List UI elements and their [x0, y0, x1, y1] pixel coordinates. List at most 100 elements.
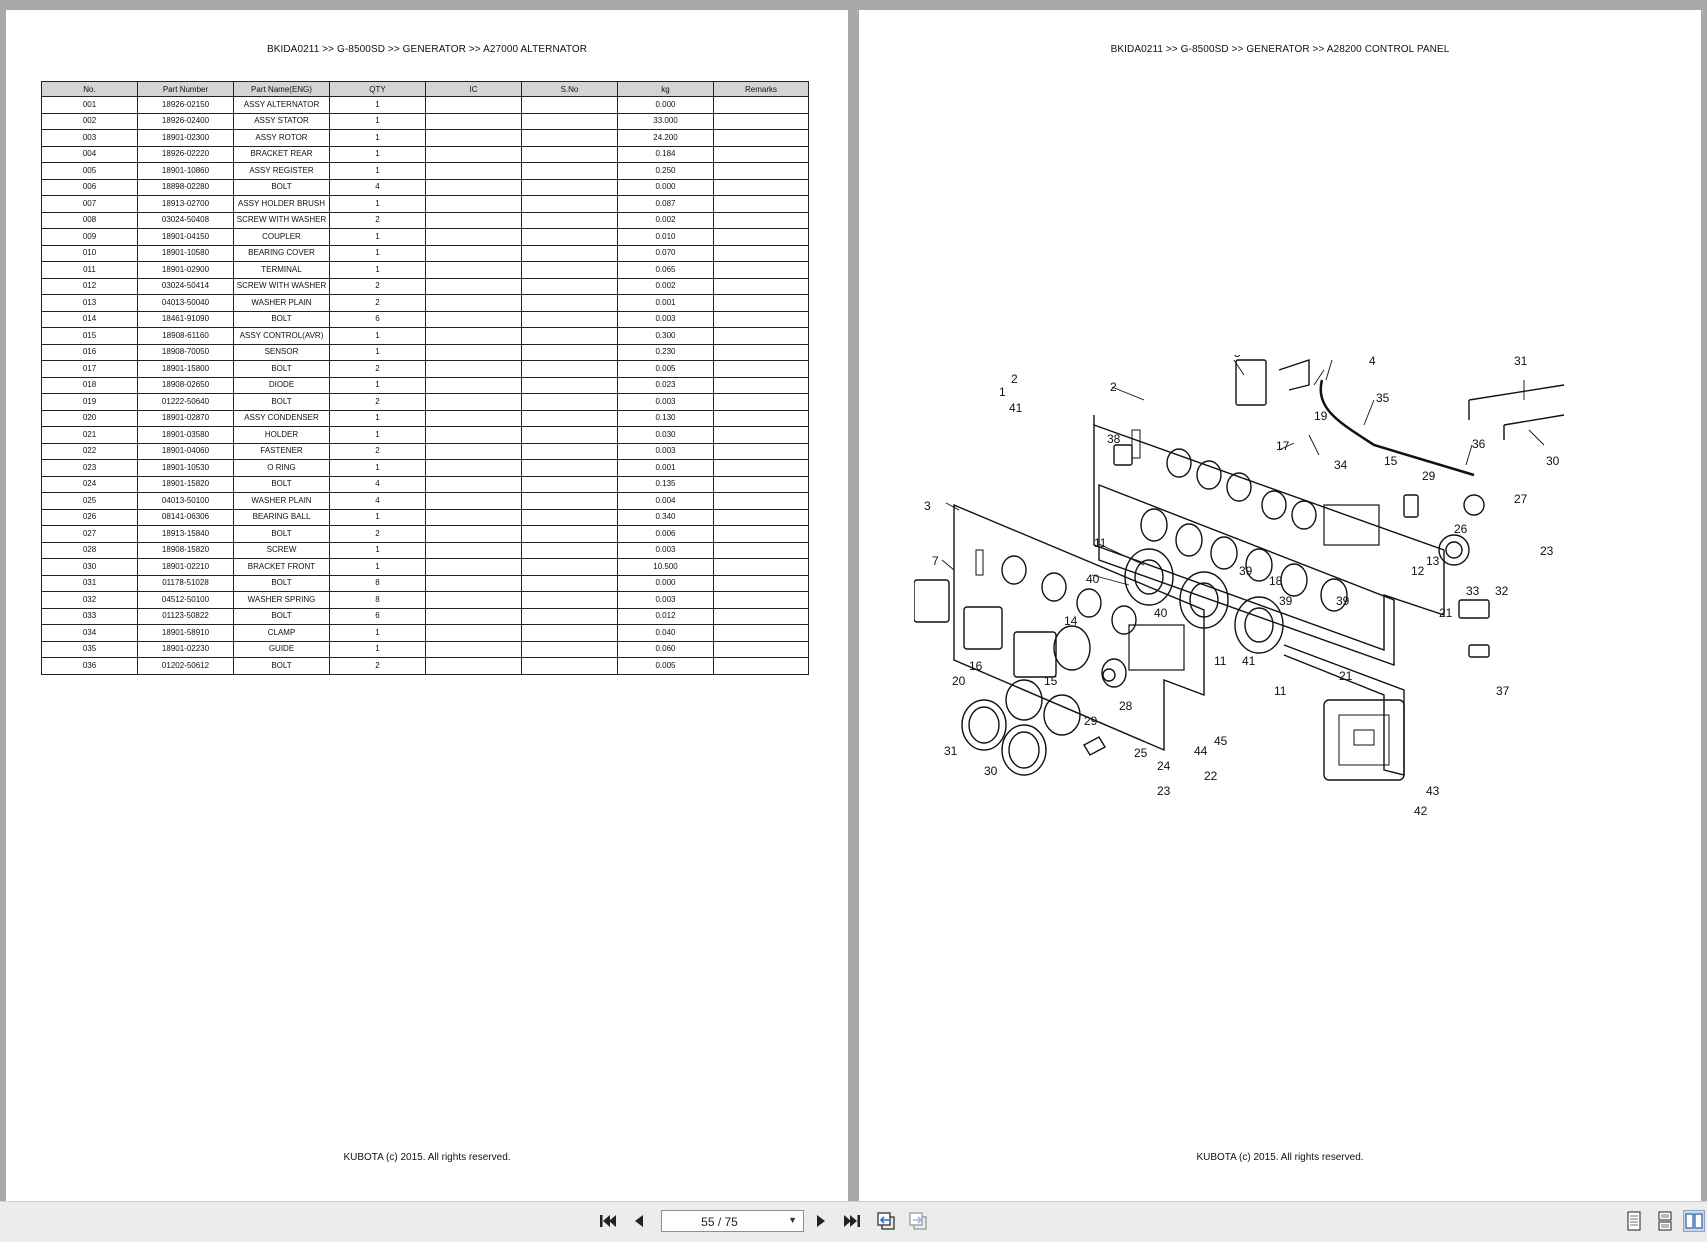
table-cell: 0.003 [617, 591, 714, 609]
table-cell [713, 624, 809, 642]
last-page-button[interactable] [841, 1210, 863, 1232]
table-cell [521, 294, 618, 312]
table-cell: 4 [329, 492, 426, 510]
go-back-view-button[interactable] [875, 1210, 897, 1232]
table-cell: 0.005 [617, 360, 714, 378]
table-cell: BOLT [233, 475, 330, 493]
table-cell [713, 261, 809, 279]
callout-31-b: 31 [944, 744, 958, 758]
table-cell: 0.005 [617, 657, 714, 675]
table-cell [425, 261, 522, 279]
table-cell: 18901-02230 [137, 640, 234, 658]
callout-35: 35 [1376, 391, 1390, 405]
back-view-icon [877, 1212, 895, 1230]
forward-view-icon [909, 1212, 927, 1230]
table-cell [521, 244, 618, 262]
callout-11-a: 11 [1094, 536, 1107, 550]
callout-43: 43 [1426, 784, 1440, 798]
table-cell: BOLT [233, 574, 330, 592]
table-cell: 1 [329, 129, 426, 147]
continuous-pages-icon [1658, 1211, 1672, 1231]
callout-13: 13 [1426, 554, 1440, 568]
callout-41-top: 41 [1009, 401, 1023, 415]
table-cell [713, 541, 809, 559]
table-cell [521, 376, 618, 394]
table-cell: 1 [329, 145, 426, 163]
table-cell: GUIDE [233, 640, 330, 658]
table-cell: BOLT [233, 178, 330, 196]
table-cell [713, 393, 809, 411]
table-cell: 18926-02150 [137, 96, 234, 114]
callout-38: 38 [1107, 432, 1121, 446]
table-cell: 026 [41, 508, 138, 526]
table-cell: BOLT [233, 393, 330, 411]
table-cell: 0.003 [617, 541, 714, 559]
dropdown-arrow-icon: ▼ [788, 1215, 797, 1225]
next-page-button[interactable] [810, 1210, 832, 1232]
table-cell: 2 [329, 525, 426, 543]
table-cell: 010 [41, 244, 138, 262]
table-cell: 0.003 [617, 442, 714, 460]
table-cell: 033 [41, 607, 138, 625]
table-cell: HOLDER [233, 426, 330, 444]
single-page-view-button[interactable] [1623, 1210, 1645, 1232]
table-cell [521, 607, 618, 625]
table-cell [713, 145, 809, 163]
table-cell: 1 [329, 343, 426, 361]
table-cell: 0.003 [617, 310, 714, 328]
table-cell [713, 640, 809, 658]
table-cell: 0.135 [617, 475, 714, 493]
table-cell: 020 [41, 409, 138, 427]
callout-42: 42 [1414, 804, 1428, 818]
table-cell: BOLT [233, 360, 330, 378]
table-cell [425, 574, 522, 592]
table-cell: WASHER SPRING [233, 591, 330, 609]
table-cell: 18908-61160 [137, 327, 234, 345]
table-cell: 0.012 [617, 607, 714, 625]
table-cell: 0.130 [617, 409, 714, 427]
table-cell [713, 360, 809, 378]
table-cell: 0.340 [617, 508, 714, 526]
table-cell: 18926-02400 [137, 112, 234, 130]
table-cell [425, 442, 522, 460]
table-cell [425, 475, 522, 493]
two-page-view-button[interactable] [1683, 1210, 1705, 1232]
table-cell [425, 343, 522, 361]
page-header: BKIDA0211 >> G-8500SD >> GENERATOR >> A2… [1110, 44, 1450, 55]
table-cell [425, 657, 522, 675]
column-header: Part Number [137, 81, 234, 97]
previous-page-button[interactable] [628, 1210, 650, 1232]
leader-lines [941, 359, 1545, 586]
table-cell [425, 607, 522, 625]
bottom-bracket [1283, 644, 1405, 776]
go-forward-view-button[interactable] [907, 1210, 929, 1232]
table-cell [425, 228, 522, 246]
table-cell [713, 591, 809, 609]
first-page-button[interactable] [597, 1210, 619, 1232]
table-cell [521, 145, 618, 163]
table-cell: 4 [329, 178, 426, 196]
continuous-view-button[interactable] [1654, 1210, 1676, 1232]
table-cell: 018 [41, 376, 138, 394]
table-cell [521, 228, 618, 246]
control-box [1323, 699, 1405, 781]
table-cell [425, 376, 522, 394]
skip-to-first-icon [600, 1215, 616, 1227]
table-cell: 1 [329, 112, 426, 130]
callout-30-b: 30 [984, 764, 998, 778]
table-cell: 011 [41, 261, 138, 279]
table-cell [425, 525, 522, 543]
table-cell: 01202-50612 [137, 657, 234, 675]
page-number-selector[interactable]: 55 / 75 ▼ [661, 1210, 804, 1232]
table-cell: 0.002 [617, 211, 714, 229]
table-cell: 0.001 [617, 459, 714, 477]
table-cell [425, 393, 522, 411]
table-cell: 030 [41, 558, 138, 576]
callout-44: 44 [1194, 744, 1208, 758]
